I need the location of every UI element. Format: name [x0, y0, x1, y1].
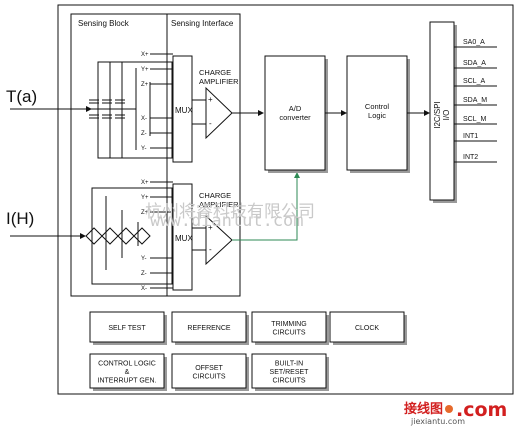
mux-2-label: MUX	[175, 234, 193, 243]
block-self-test	[89, 311, 165, 343]
charge-amp-1-label-1: CHARGE	[199, 68, 231, 77]
amp-2-minus: -	[209, 245, 212, 254]
block-label: TRIMMING	[271, 321, 306, 328]
block-builtin	[251, 353, 327, 389]
sensing-block-label: Sensing Block	[78, 19, 130, 28]
charge-amp-1-label-2: AMPLIFIER	[199, 77, 239, 86]
upper-pin-label: X-	[141, 116, 147, 122]
block-label: CIRCUITS	[272, 329, 305, 336]
watermark: www.dianlut.com	[150, 211, 304, 231]
charge-amp-2-label-2: AMPLIFIER	[199, 200, 239, 209]
block-label: CLOCK	[355, 325, 379, 332]
magnet-arrowhead	[80, 233, 86, 239]
watermark-cn: 杭州将睿科技有限公司	[145, 202, 315, 222]
logo-text: 接线图	[404, 401, 443, 417]
accel-input-label: T(a)	[6, 87, 37, 106]
control-logic-label-2: Logic	[368, 111, 386, 120]
block-label: SELF TEST	[108, 325, 146, 332]
lower-pin-label: Y+	[141, 195, 149, 201]
block-reference	[171, 311, 247, 343]
accel-sensor-bus	[97, 61, 173, 159]
bridge-elements	[85, 227, 151, 245]
block-label: REFERENCE	[187, 325, 231, 332]
accel-input: T(a)	[6, 87, 92, 112]
block-label: CONTROL LOGIC	[98, 361, 156, 368]
lower-pin-labels: X+ Y+ Z+ Y- Z- X-	[141, 180, 173, 292]
magnet-input: I(H)	[6, 209, 86, 239]
adc-label-1: A/D	[289, 104, 302, 113]
upper-pin-labels: X+ Y+ Z+ X- Z- Y-	[141, 52, 173, 152]
sensing-interface-label: Sensing Interface	[171, 19, 234, 28]
sensing-block-frame	[70, 13, 168, 297]
output-pin-label: SA0_A	[463, 39, 485, 46]
block-label: SET/RESET	[270, 369, 310, 376]
charge-amp-1	[205, 86, 233, 140]
block-clock	[329, 311, 405, 343]
mux-1-label: MUX	[175, 106, 193, 115]
interface-label-bus: I2C/SPI	[433, 101, 442, 129]
output-pin-label: SCL_A	[463, 78, 486, 85]
upper-pin-label: Z-	[141, 131, 147, 137]
upper-pin-label: Y-	[141, 146, 146, 152]
magnet-input-label: I(H)	[6, 209, 34, 228]
block-label: OFFSET	[195, 365, 223, 372]
amp-1-plus: +	[208, 95, 213, 104]
charge-amp-2-label-1: CHARGE	[199, 191, 231, 200]
magnetic-sensor	[85, 187, 173, 285]
adc-block	[264, 55, 326, 171]
block-label: BUILT-IN	[275, 361, 303, 368]
lower-pin-label: X+	[141, 180, 149, 186]
block-label: INTERRUPT GEN.	[98, 378, 157, 385]
block-label: &	[125, 369, 130, 376]
logo-domain: .com	[456, 399, 507, 421]
site-logo: 接线图 .com jiexiantu.com	[404, 399, 507, 426]
accel-sensor	[86, 61, 173, 159]
interface-label-io: I/O	[442, 110, 451, 121]
output-pin-label: SDA_A	[463, 60, 486, 67]
upper-pin-label: Y+	[141, 67, 149, 73]
adc-label-2: converter	[279, 113, 311, 122]
control-logic-label-1: Control	[365, 102, 390, 111]
upper-pin-label: Z+	[141, 82, 149, 88]
amp-2-plus: +	[208, 223, 213, 232]
logo-url: jiexiantu.com	[410, 417, 465, 426]
magnetic-sensor-bus	[91, 187, 173, 285]
output-pin-label: INT2	[463, 154, 478, 161]
upper-pin-label: X+	[141, 52, 149, 58]
charge-amp-2	[205, 214, 233, 266]
block-trimming	[251, 311, 327, 343]
block-offset	[171, 353, 247, 389]
lower-pin-label: Z-	[141, 271, 147, 277]
output-pin-label: SCL_M	[463, 116, 487, 123]
control-logic-block	[346, 55, 408, 171]
mux-1	[172, 55, 193, 163]
amp-1-minus: -	[209, 119, 212, 128]
capacitor-array	[89, 99, 125, 119]
output-pin-label: SDA_M	[463, 97, 487, 104]
logo-dot	[445, 405, 453, 413]
block-label: CIRCUITS	[272, 378, 305, 385]
amp-2-to-adc	[232, 178, 298, 241]
block-control-interrupt	[89, 353, 165, 389]
lower-pin-label: Z+	[141, 210, 149, 216]
interface-block	[429, 21, 455, 201]
output-pin-label: INT1	[463, 133, 478, 140]
lower-pin-label: X-	[141, 286, 147, 292]
lower-pin-label: Y-	[141, 256, 146, 262]
block-label: CIRCUITS	[192, 373, 225, 380]
mux-2	[172, 183, 193, 291]
